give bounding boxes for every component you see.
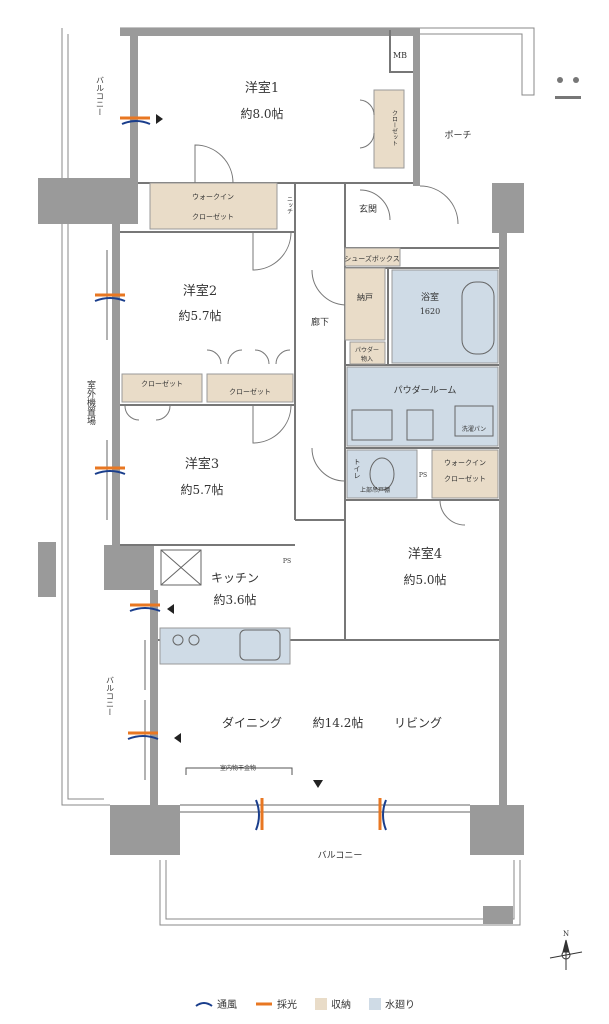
walkin-room4-label-1: ウォークイン	[444, 459, 486, 467]
room1-name: 洋室1	[245, 80, 279, 96]
arrow-icon	[167, 604, 174, 614]
room2-size: 約5.7帖	[178, 308, 221, 323]
compass-icon	[549, 939, 583, 970]
bath-label: 浴室	[421, 291, 439, 303]
room1-size: 約8.0帖	[240, 106, 283, 121]
hallway-label: 廊下	[311, 316, 329, 328]
legend-water-label: 水廻り	[385, 1000, 415, 1011]
mb-label: MB	[393, 51, 407, 60]
arrow-icon	[156, 114, 163, 124]
legend-storage-label: 収納	[331, 1000, 351, 1011]
ventilation-icon	[94, 297, 126, 302]
vertical-labels: バルコニー 室外機置場 バルコニー クローゼット ニッチ トイレ	[85, 76, 398, 716]
arrow-icon	[313, 780, 323, 788]
walkin-closet-1a: ウォークイン	[192, 193, 234, 201]
porch-label: ポーチ	[444, 130, 471, 141]
shoebox-label: シューズボックス	[344, 254, 399, 263]
ventilation-icon	[129, 607, 161, 612]
water-areas	[159, 269, 499, 665]
niche-label: ニッチ	[286, 196, 293, 214]
room3-size: 約5.7帖	[180, 482, 223, 497]
walkin-closet-1b: クローゼット	[192, 212, 234, 221]
walkin-room4-label-2: クローゼット	[444, 474, 486, 483]
toilet-fixture	[369, 457, 395, 491]
room-labels: 洋室1 約8.0帖 洋室2 約5.7帖 洋室3 約5.7帖 洋室4 約5.0帖 …	[141, 51, 569, 938]
dining-label: ダイニング	[222, 715, 282, 730]
doors	[124, 99, 466, 526]
ps-label-1: PS	[283, 558, 291, 565]
closet-room3-label: クローゼット	[229, 387, 271, 396]
powder-storage-label-2: 物入	[361, 355, 373, 363]
living-label: リビング	[394, 716, 442, 730]
legend-water: 水廻り	[369, 996, 415, 1011]
lighting-icon	[256, 1002, 272, 1005]
legend: 通風 採光 収納 水廻り	[195, 996, 415, 1011]
indoor-drying-label: 室内物干金物	[220, 764, 256, 772]
powder-storage-label-1: パウダー	[355, 346, 379, 354]
ventilation-icon	[255, 799, 260, 831]
legend-ventilation: 通風	[195, 996, 237, 1011]
ventilation-icon	[94, 470, 126, 475]
closet-room2-label: クローゼット	[141, 379, 183, 388]
room4-name: 洋室4	[408, 546, 442, 562]
kitchen-size: 約3.6帖	[213, 592, 256, 607]
toilet-shelf-label: 上部吊戸棚	[360, 486, 390, 494]
legend-lighting-label: 採光	[277, 1000, 297, 1011]
ventilation-lighting-marks	[94, 114, 387, 831]
room4-size: 約5.0帖	[403, 572, 446, 587]
compass-north: N	[563, 930, 569, 938]
kitchen-sink	[239, 629, 281, 661]
bathtub	[461, 281, 495, 355]
legend-lighting: 採光	[255, 996, 297, 1011]
ldk-size: 約14.2帖	[313, 715, 364, 730]
room2-name: 洋室2	[183, 283, 217, 299]
pantry-box	[160, 549, 202, 586]
balcony-left-label: バルコニー	[106, 676, 115, 716]
legend-ventilation-label: 通風	[217, 1000, 237, 1011]
stove-burner-icon	[172, 634, 184, 646]
balcony-top-left-label: バルコニー	[96, 76, 105, 116]
stove-burner-icon	[188, 634, 200, 646]
ps-label-2: PS	[419, 472, 427, 479]
arrow-icon	[174, 733, 181, 743]
balcony-bottom-label: バルコニー	[318, 850, 363, 861]
ventilation-icon	[127, 735, 159, 740]
rail-posts	[555, 77, 581, 99]
indoor-drying-bar	[185, 767, 293, 775]
sink-counter	[351, 409, 393, 441]
ventilation-icon	[121, 120, 151, 125]
kitchen-name: キッチン	[211, 571, 259, 585]
entrance-label: 玄関	[359, 203, 377, 215]
outdoor-unit-label: 室外機置場	[85, 379, 96, 426]
water-swatch	[369, 997, 381, 1010]
powder-room-label: パウダールーム	[394, 384, 457, 396]
legend-storage: 収納	[315, 996, 351, 1011]
storage-closet-label: 納戸	[357, 292, 373, 302]
storage-swatch	[315, 997, 327, 1010]
washing-pan-label: 洗濯パン	[462, 425, 486, 433]
room3-name: 洋室3	[185, 456, 219, 472]
ventilation-icon	[195, 1001, 213, 1007]
storage-areas	[121, 89, 499, 499]
balcony-outlines	[61, 27, 535, 926]
fixtures	[160, 281, 495, 661]
exterior-walls	[38, 28, 524, 924]
closet-room1-label: クローゼット	[391, 110, 398, 146]
washing-pan	[454, 405, 494, 437]
bath-size-label: 1620	[420, 307, 440, 316]
ventilation-icon	[382, 799, 387, 831]
toilet-label: トイレ	[353, 458, 361, 479]
